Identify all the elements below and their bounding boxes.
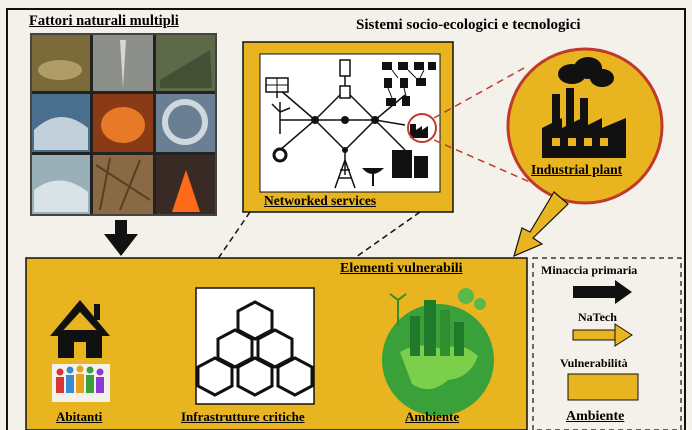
- natural-hazard-photos: [32, 35, 215, 214]
- industrial-plant-label: Industrial plant: [531, 162, 623, 177]
- system-title: Sistemi socio-ecologici e tecnologici: [356, 17, 581, 33]
- connector-to-plant-top: [433, 67, 525, 119]
- legend-vulnerability-swatch: [567, 373, 639, 401]
- wind-turbine-icon: [271, 102, 291, 134]
- outer-frame: [6, 8, 686, 430]
- environment-label: Ambiente: [405, 409, 460, 424]
- primary-threat-arrow-head: [104, 234, 138, 256]
- connector-to-plant-bottom: [433, 139, 549, 191]
- legend-vulnerability-label: Vulnerabilità: [560, 356, 628, 370]
- battery-icon: [339, 59, 351, 77]
- earth-city-icon: [382, 288, 494, 416]
- natural-factors-title: Fattori naturali multipli: [29, 13, 179, 29]
- connector-left: [197, 211, 251, 289]
- legend-primary-threat-label: Minaccia primaria: [541, 263, 638, 277]
- vulnerable-elements-title: Elementi vulnerabili: [340, 261, 463, 276]
- legend-natech-arrow: [572, 323, 633, 347]
- phone-icon: [339, 85, 351, 99]
- primary-threat-arrow-shaft: [115, 220, 127, 236]
- solar-panel-icon: [265, 77, 289, 98]
- tower-icon: [334, 159, 356, 189]
- gear-icon: [272, 147, 288, 163]
- inhabitants-label: Abitanti: [56, 409, 103, 424]
- legend-environment-label: Ambiente: [566, 409, 625, 424]
- legend-natech-label: NaTech: [578, 310, 617, 324]
- legend-box: [532, 257, 682, 430]
- critical-infrastructure-label: Infrastrutture critiche: [181, 409, 305, 424]
- cubes-icon: [196, 300, 314, 397]
- legend-primary-threat-arrow: [573, 280, 632, 304]
- natech-arrow: [513, 191, 569, 258]
- small-factory-icon: [407, 113, 437, 143]
- networked-services-label: Networked services: [264, 193, 377, 208]
- satellite-dish-icon: [362, 168, 384, 186]
- people-icon: [56, 365, 104, 393]
- network-icons-cluster: [382, 62, 436, 178]
